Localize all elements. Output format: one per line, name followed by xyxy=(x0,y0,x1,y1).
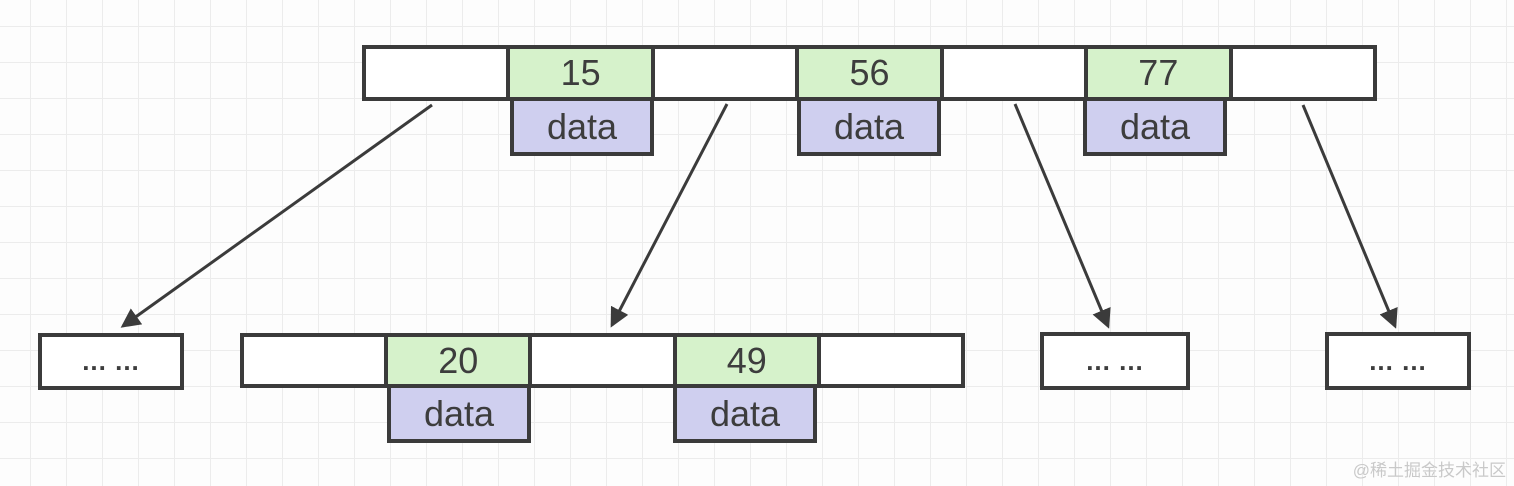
arrow-root-to-middle-leaf xyxy=(610,103,729,328)
leaf-far-left: ... ... xyxy=(38,333,184,390)
root-key-cell-2: 77 xyxy=(1088,49,1233,97)
root-pointer-cell-2 xyxy=(943,49,1089,97)
root-node: 15 56 77 xyxy=(362,45,1377,101)
leaf-right: ... ... xyxy=(1040,332,1190,390)
leaf-middle-key-cell-0: 20 xyxy=(388,337,533,384)
watermark: @稀土掘金技术社区 xyxy=(1352,461,1506,480)
root-data-box-1: data xyxy=(797,97,941,156)
root-data-box-0: data xyxy=(510,97,654,156)
root-pointer-cell-1 xyxy=(654,49,800,97)
leaf-middle-pointer-cell-1 xyxy=(532,337,677,384)
leaf-far-right: ... ... xyxy=(1325,332,1471,390)
leaf-middle-data-box-0: data xyxy=(387,384,531,443)
root-pointer-cell-3 xyxy=(1232,49,1373,97)
root-key-cell-1: 56 xyxy=(799,49,944,97)
arrow-root-to-far-right-leaf xyxy=(1301,104,1398,329)
leaf-right-label: ... ... xyxy=(1086,345,1144,376)
root-data-box-2: data xyxy=(1083,97,1227,156)
arrow-root-to-far-left-leaf xyxy=(120,103,433,328)
leaf-middle-data-box-1: data xyxy=(673,384,817,443)
arrow-root-to-right-leaf xyxy=(1013,103,1111,329)
leaf-middle-key-cell-1: 49 xyxy=(676,337,821,384)
leaf-middle-node: 20 49 xyxy=(240,333,965,388)
root-pointer-cell-0 xyxy=(366,49,511,97)
leaf-middle-pointer-cell-2 xyxy=(820,337,962,384)
leaf-middle-pointer-cell-0 xyxy=(244,337,389,384)
root-key-cell-0: 15 xyxy=(510,49,655,97)
leaf-far-right-label: ... ... xyxy=(1369,345,1427,376)
leaf-far-left-label: ... ... xyxy=(82,346,140,376)
